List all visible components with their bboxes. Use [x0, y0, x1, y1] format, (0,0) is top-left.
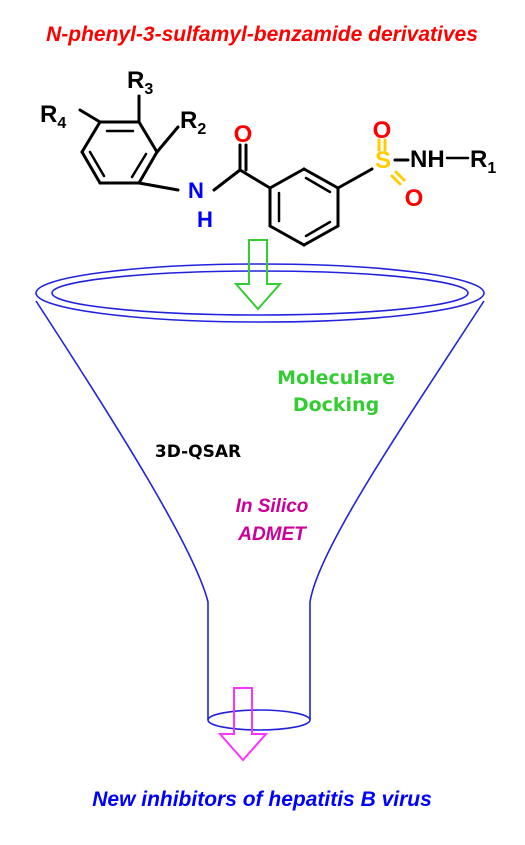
footer-caption: New inhibitors of hepatitis B virus — [92, 788, 432, 811]
atom-labels: R3 R2 R4 N H O O S O NH R1 — [40, 67, 496, 232]
docking-label-line1: Moleculare — [277, 367, 395, 389]
figure-title: N-phenyl-3-sulfamyl-benzamide derivative… — [46, 23, 478, 46]
sulfur-label: S — [375, 147, 391, 174]
amide-hydrogen-label: H — [197, 207, 213, 232]
sulfonyl-oxygen-bottom-label: O — [405, 185, 424, 212]
arrow-down-top-icon — [233, 239, 283, 311]
admet-label-line2: ADMET — [237, 524, 307, 545]
funnel — [35, 263, 485, 731]
arrow-down-bottom-icon — [217, 687, 269, 762]
amide-nitrogen-label: N — [188, 178, 204, 203]
carbonyl-oxygen-label: O — [234, 121, 253, 148]
funnel-rim-inner — [51, 270, 469, 316]
qsar-label: 3D-QSAR — [155, 442, 241, 462]
r1-label: R1 — [470, 146, 496, 177]
r3-label: R3 — [127, 67, 153, 98]
funnel-rim-outer — [35, 263, 485, 323]
chemical-structure — [78, 94, 470, 247]
admet-label-line1: In Silico — [236, 496, 309, 517]
r4-label: R4 — [40, 101, 66, 132]
docking-label-line2: Docking — [293, 394, 379, 416]
phenyl-ring-left — [80, 120, 159, 185]
sulfonyl-oxygen-top-label: O — [373, 117, 392, 144]
phenyl-ring-right — [268, 167, 340, 247]
funnel-spout — [207, 709, 311, 731]
funnel-left-side — [35, 300, 209, 720]
r2-label: R2 — [180, 107, 206, 138]
funnel-right-side — [309, 300, 485, 720]
nh-label: NH — [410, 146, 445, 173]
